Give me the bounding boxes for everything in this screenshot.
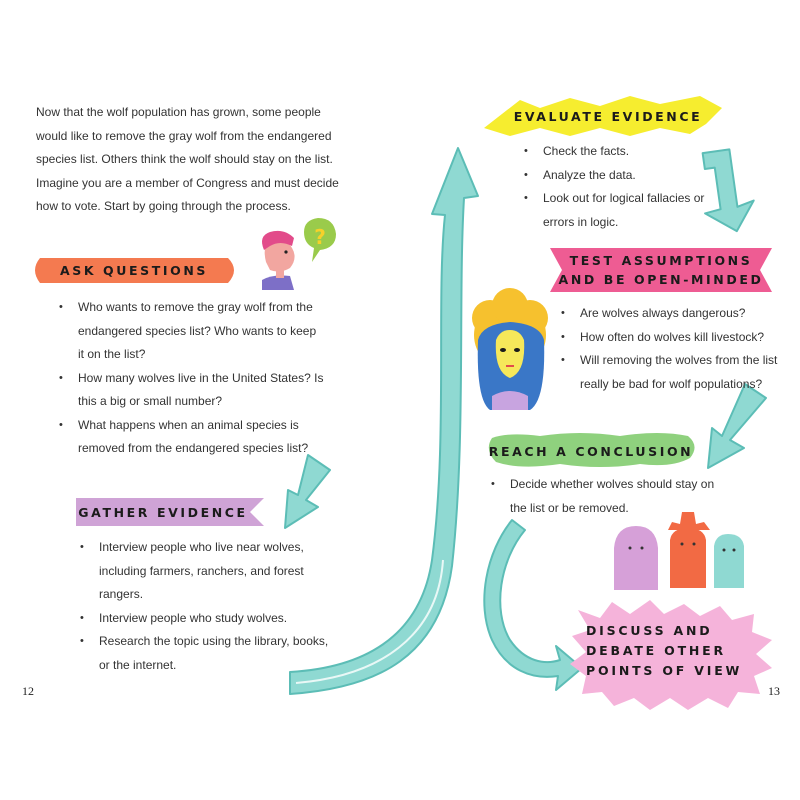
test-assumptions-list: Are wolves always dangerous? How often d… <box>558 302 788 396</box>
list-item: Look out for logical fallacies or errors… <box>521 187 731 234</box>
list-item: How often do wolves kill livestock? <box>558 326 788 350</box>
group-illustration-icon <box>614 512 744 590</box>
list-item: Are wolves always dangerous? <box>558 302 788 326</box>
evaluate-banner-shape <box>484 96 722 136</box>
evaluate-evidence-list: Check the facts. Analyze the data. Look … <box>521 140 731 234</box>
thinker-illustration-icon <box>262 218 336 290</box>
reach-conclusion-heading: REACH A CONCLUSION <box>488 443 694 459</box>
ask-questions-heading: ASK QUESTIONS <box>59 263 209 278</box>
list-item: Analyze the data. <box>521 164 731 188</box>
intro-paragraph: Now that the wolf population has grown, … <box>36 105 339 213</box>
ask-questions-list: Who wants to remove the gray wolf from t… <box>56 296 324 461</box>
arrow-left-page-icon <box>284 454 331 529</box>
test-banner-shape <box>550 248 772 292</box>
conclude-banner-shape <box>488 433 695 467</box>
question-mark-icon: ? <box>314 225 326 249</box>
flow-arrow-main-icon <box>289 147 479 695</box>
girl-illustration-icon <box>472 288 548 410</box>
flow-arrow-discuss-icon <box>483 519 583 691</box>
list-item: Interview people who live near wolves, i… <box>77 536 339 607</box>
list-item: How many wolves live in the United State… <box>56 367 324 414</box>
list-item: Research the topic using the library, bo… <box>77 630 339 677</box>
arrow-test-icon <box>707 383 767 469</box>
list-item: What happens when an animal species is r… <box>56 414 324 461</box>
page-number-right: 13 <box>768 684 780 698</box>
test-assumptions-heading: TEST ASSUMPTIONS AND BE OPEN-MINDED <box>558 253 764 287</box>
gather-evidence-list: Interview people who live near wolves, i… <box>77 536 339 677</box>
ask-banner-shape <box>35 258 234 283</box>
page-number-left: 12 <box>22 684 34 698</box>
discuss-burst-shape <box>570 600 772 710</box>
list-item: Check the facts. <box>521 140 731 164</box>
discuss-debate-heading: DISCUSS AND DEBATE OTHER POINTS OF VIEW <box>586 623 743 678</box>
gather-banner-shape <box>76 498 264 526</box>
reach-conclusion-list: Decide whether wolves should stay on the… <box>488 473 718 520</box>
list-item: Decide whether wolves should stay on the… <box>488 473 718 520</box>
list-item: Interview people who study wolves. <box>77 607 339 631</box>
evaluate-evidence-heading: EVALUATE EVIDENCE <box>513 108 703 124</box>
gather-evidence-heading: GATHER EVIDENCE <box>78 504 248 520</box>
list-item: Who wants to remove the gray wolf from t… <box>56 296 324 367</box>
list-item: Will removing the wolves from the list r… <box>558 349 788 396</box>
